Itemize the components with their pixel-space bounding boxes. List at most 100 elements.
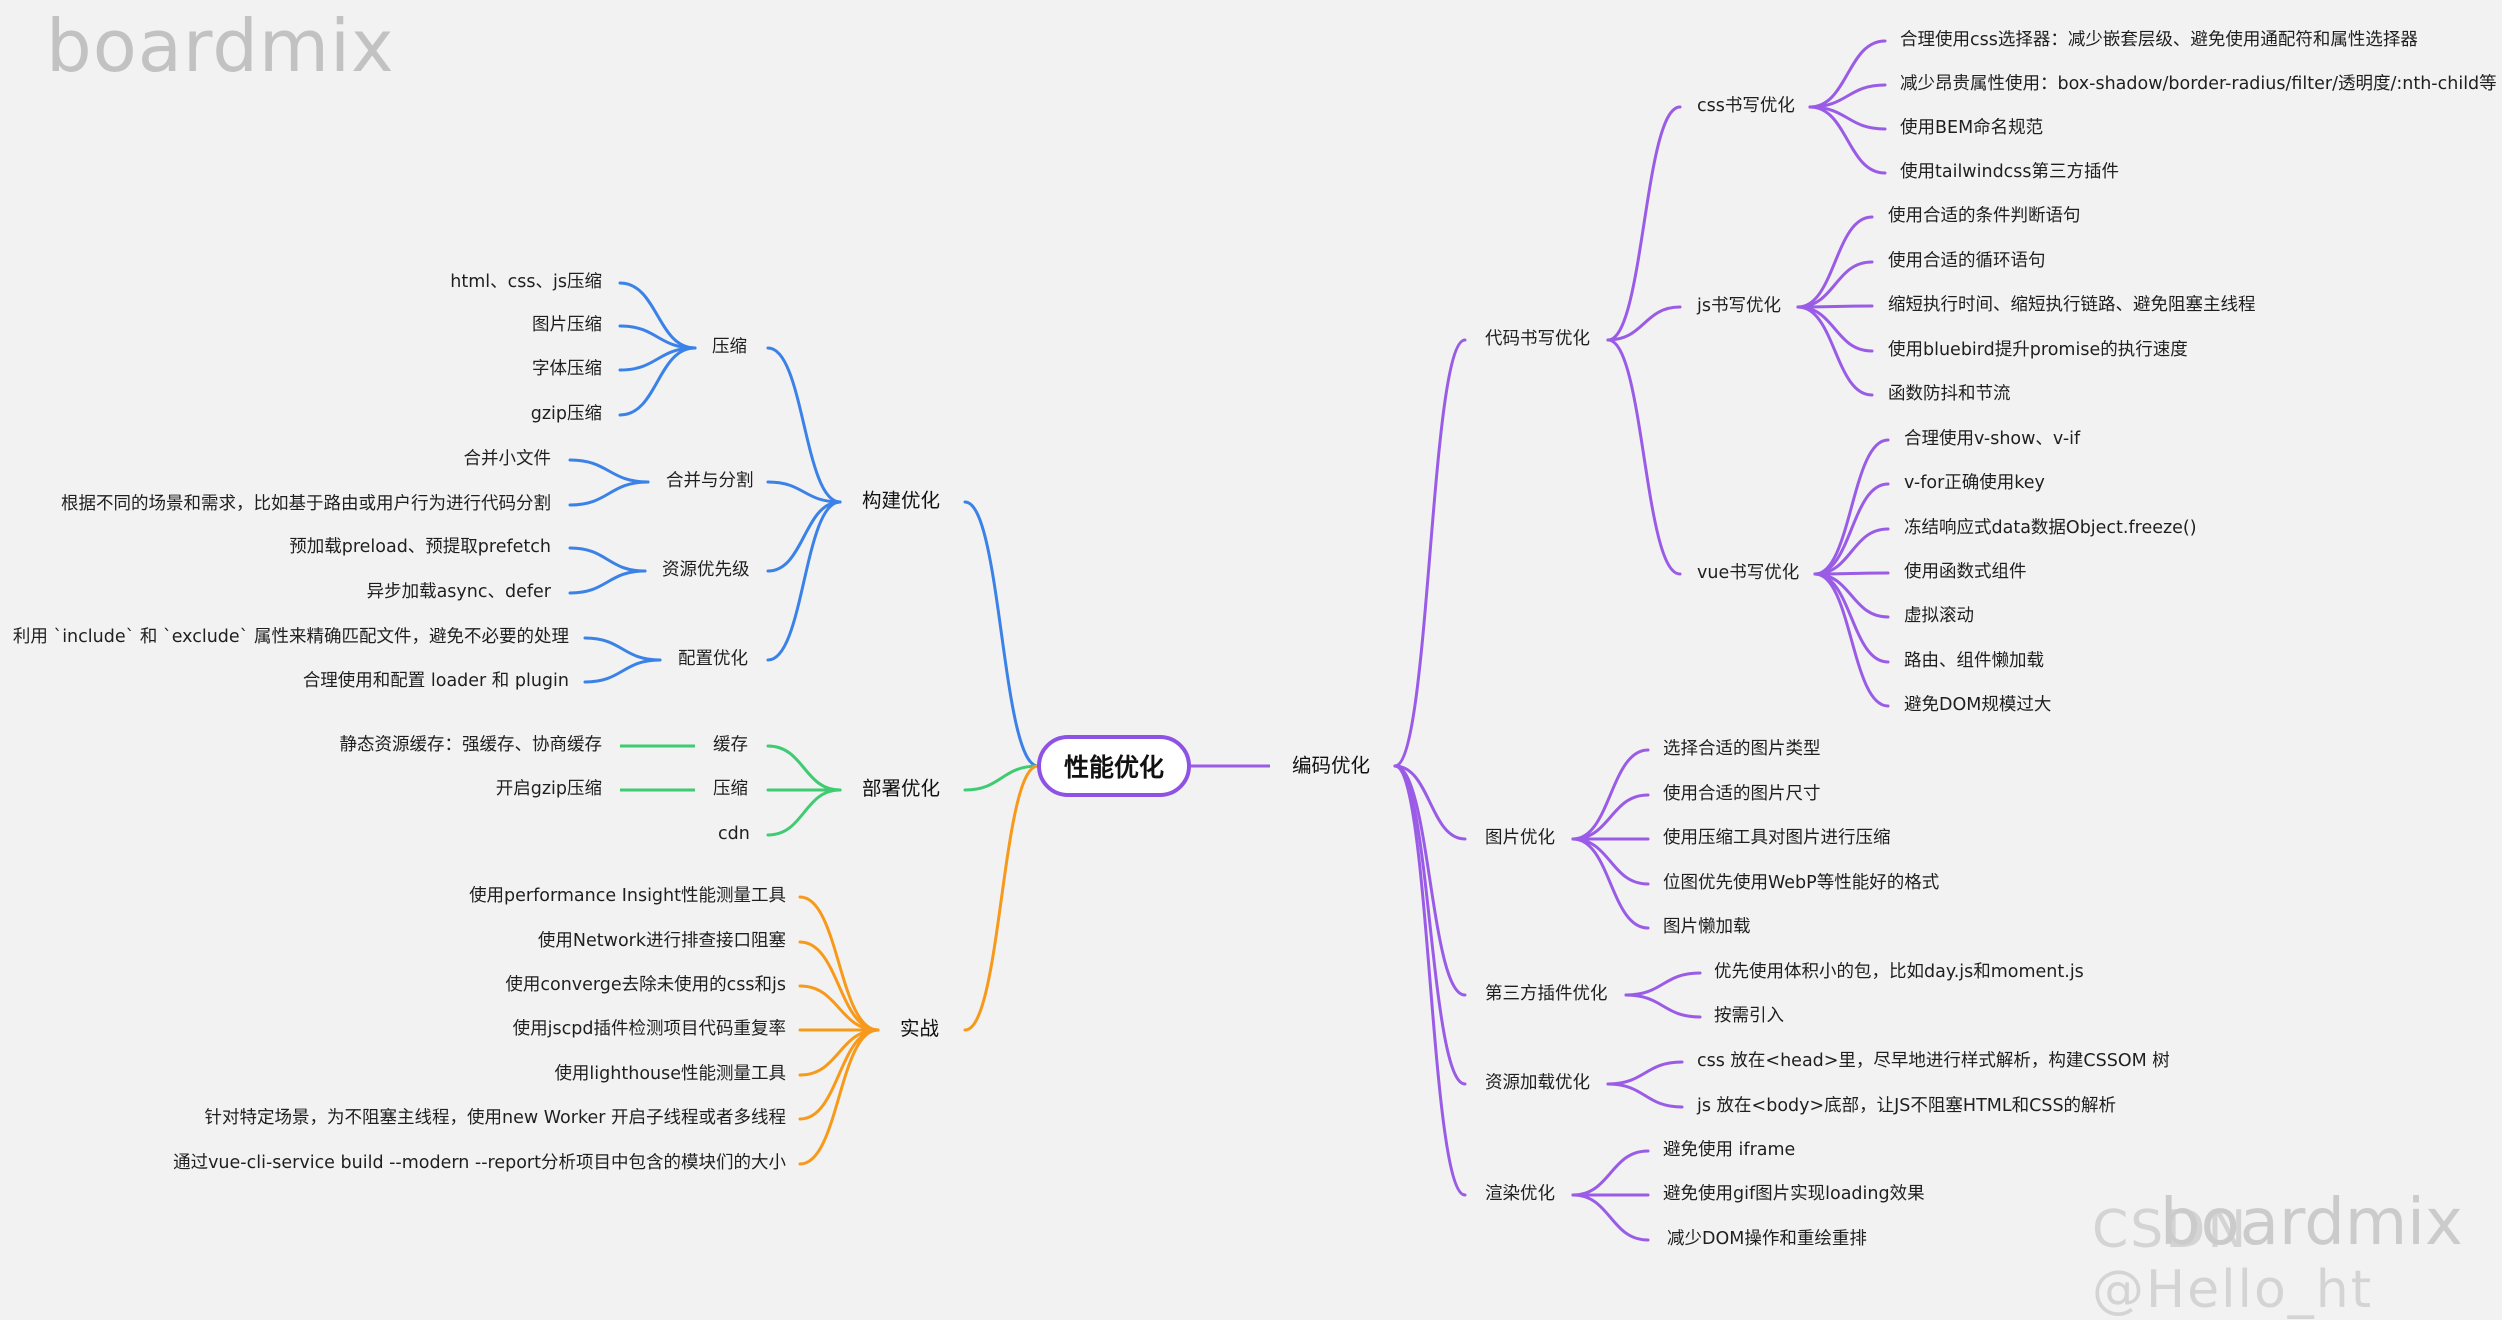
css-leaf-0 <box>1808 39 1887 109</box>
node-js-writing[interactable]: js书写优化 <box>1697 296 1781 316</box>
leaf-resource-2[interactable]: js 放在<body>底部，让JS不阻塞HTML和CSS的解析 <box>1697 1096 2117 1116</box>
leaf-build-config-1[interactable]: 利用 `include` 和 `exclude` 属性来精确匹配文件，避免不必要… <box>12 627 569 647</box>
leaf-render-3[interactable]: 减少DOM操作和重绘重排 <box>1667 1229 1867 1249</box>
node-vue-writing[interactable]: vue书写优化 <box>1697 563 1800 583</box>
node-deploy-cdn[interactable]: cdn <box>718 824 750 844</box>
node-build[interactable]: 构建优化 <box>862 489 941 512</box>
node-build-priority[interactable]: 资源优先级 <box>662 560 750 580</box>
node-css-writing[interactable]: css书写优化 <box>1697 96 1795 116</box>
leaf-build-priority-1[interactable]: 预加载preload、预提取prefetch <box>289 537 551 557</box>
coding-branch-0 <box>1393 338 1467 768</box>
leaf-render-1[interactable]: 避免使用 iframe <box>1663 1140 1796 1160</box>
code-branch-0 <box>1606 105 1682 342</box>
split-leaf-0 <box>568 458 650 484</box>
leaf-practice-2[interactable]: 使用Network进行排查接口阻塞 <box>537 931 786 951</box>
node-coding[interactable]: 编码优化 <box>1292 754 1371 777</box>
leaf-vue-2[interactable]: v-for正确使用key <box>1904 473 2045 493</box>
image-leaf-3 <box>1571 837 1650 886</box>
practice-leaf-2 <box>798 984 880 1032</box>
leaf-practice-5[interactable]: 使用lighthouse性能测量工具 <box>554 1064 786 1084</box>
code-branch-1 <box>1606 305 1682 342</box>
leaf-image-3[interactable]: 使用压缩工具对图片进行压缩 <box>1663 828 1891 848</box>
leaf-image-4[interactable]: 位图优先使用WebP等性能好的格式 <box>1663 873 1940 893</box>
leaf-css-3[interactable]: 使用BEM命名规范 <box>1900 118 2044 138</box>
leaf-js-1[interactable]: 使用合适的条件判断语句 <box>1888 206 2081 226</box>
priority-leaf-1 <box>568 569 647 595</box>
leaf-build-split-2[interactable]: 根据不同的场景和需求，比如基于路由或用户行为进行代码分割 <box>61 494 551 514</box>
root-to-deploy <box>963 764 1040 792</box>
leaf-practice-4[interactable]: 使用jscpd插件检测项目代码重复率 <box>512 1019 786 1039</box>
node-code-writing[interactable]: 代码书写优化 <box>1485 329 1590 349</box>
split-leaf-1 <box>568 480 650 507</box>
leaf-css-1[interactable]: 合理使用css选择器：减少嵌套层级、避免使用通配符和属性选择器 <box>1900 30 2418 50</box>
leaf-practice-6[interactable]: 针对特定场景，为不阻塞主线程，使用new Worker 开启子线程或者多线程 <box>204 1108 786 1128</box>
deploy-branch-0 <box>766 744 842 792</box>
coding-branch-2 <box>1393 764 1467 997</box>
leaf-vue-5[interactable]: 虚拟滚动 <box>1904 606 1974 626</box>
leaf-build-compress-3[interactable]: 字体压缩 <box>532 359 602 379</box>
leaf-vue-4[interactable]: 使用函数式组件 <box>1904 562 2027 582</box>
leaf-build-compress-4[interactable]: gzip压缩 <box>530 404 602 424</box>
node-plugin[interactable]: 第三方插件优化 <box>1485 984 1608 1004</box>
leaf-js-3[interactable]: 缩短执行时间、缩短执行链路、避免阻塞主线程 <box>1888 295 2256 315</box>
resource-leaf-0 <box>1606 1060 1684 1086</box>
js-leaf-4 <box>1796 305 1874 397</box>
plugin-leaf-1 <box>1624 993 1702 1019</box>
leaf-plugin-2[interactable]: 按需引入 <box>1714 1006 1784 1026</box>
node-build-config[interactable]: 配置优化 <box>678 649 748 669</box>
build-branch-1 <box>766 480 842 504</box>
node-build-compress[interactable]: 压缩 <box>712 337 747 357</box>
leaf-js-2[interactable]: 使用合适的循环语句 <box>1888 251 2046 271</box>
code-branch-2 <box>1606 338 1682 576</box>
leaf-deploy-gzip-1[interactable]: 开启gzip压缩 <box>495 779 602 799</box>
leaf-practice-1[interactable]: 使用performance Insight性能测量工具 <box>469 886 786 906</box>
root-node[interactable]: 性能优化 <box>1037 735 1191 797</box>
leaf-css-2[interactable]: 减少昂贵属性使用：box-shadow/border-radius/filter… <box>1900 74 2497 94</box>
leaf-js-4[interactable]: 使用bluebird提升promise的执行速度 <box>1888 340 2188 360</box>
leaf-build-split-1[interactable]: 合并小文件 <box>463 449 552 469</box>
leaf-vue-7[interactable]: 避免DOM规模过大 <box>1904 695 2052 715</box>
leaf-image-2[interactable]: 使用合适的图片尺寸 <box>1663 784 1821 804</box>
leaf-css-4[interactable]: 使用tailwindcss第三方插件 <box>1900 162 2120 182</box>
coding-branch-3 <box>1393 764 1467 1086</box>
leaf-vue-6[interactable]: 路由、组件懒加载 <box>1904 651 2044 671</box>
leaf-build-priority-2[interactable]: 异步加载async、defer <box>366 582 551 602</box>
leaf-render-2[interactable]: 避免使用gif图片实现loading效果 <box>1663 1184 1925 1204</box>
node-render[interactable]: 渲染优化 <box>1485 1184 1555 1204</box>
leaf-deploy-cache-1[interactable]: 静态资源缓存：强缓存、协商缓存 <box>339 735 603 755</box>
deploy-branch-2 <box>766 788 842 837</box>
leaf-image-5[interactable]: 图片懒加载 <box>1663 917 1751 937</box>
leaf-vue-1[interactable]: 合理使用v-show、v-if <box>1904 429 2081 449</box>
plugin-leaf-0 <box>1624 971 1702 997</box>
image-leaf-0 <box>1571 748 1650 841</box>
leaf-practice-7[interactable]: 通过vue-cli-service build --modern --repor… <box>173 1153 786 1173</box>
node-resource[interactable]: 资源加载优化 <box>1485 1073 1590 1093</box>
build-branch-0 <box>766 346 842 504</box>
node-practice[interactable]: 实战 <box>900 1017 940 1040</box>
leaf-build-compress-1[interactable]: html、css、js压缩 <box>450 272 602 292</box>
root-to-build <box>963 500 1040 768</box>
leaf-vue-3[interactable]: 冻结响应式data数据Object.freeze() <box>1904 518 2197 538</box>
leaf-build-compress-2[interactable]: 图片压缩 <box>532 315 602 335</box>
compress-leaf-3 <box>618 346 697 417</box>
render-leaf-0 <box>1571 1149 1650 1197</box>
node-deploy-cache[interactable]: 缓存 <box>713 735 748 755</box>
boardmix-watermark: boardmix <box>2160 1186 2463 1260</box>
node-deploy[interactable]: 部署优化 <box>862 777 941 800</box>
vue-leaf-3 <box>1813 571 1890 576</box>
build-branch-3 <box>766 500 842 662</box>
leaf-plugin-1[interactable]: 优先使用体积小的包，比如day.js和moment.js <box>1714 962 2084 982</box>
leaf-build-config-2[interactable]: 合理使用和配置 loader 和 plugin <box>302 671 569 691</box>
node-build-split[interactable]: 合并与分割 <box>666 471 754 491</box>
node-deploy-gzip[interactable]: 压缩 <box>713 779 748 799</box>
leaf-js-5[interactable]: 函数防抖和节流 <box>1888 384 2011 404</box>
vue-leaf-1 <box>1813 482 1890 576</box>
practice-leaf-1 <box>798 940 880 1032</box>
mindmap-canvas: boardmix 性能优化 构建优化 压缩 html、css、js压缩 图片压缩… <box>12 4 2497 1320</box>
practice-leaf-4 <box>798 1028 880 1077</box>
js-leaf-1 <box>1796 260 1874 309</box>
leaf-practice-3[interactable]: 使用converge去除未使用的css和js <box>505 975 786 995</box>
leaf-image-1[interactable]: 选择合适的图片类型 <box>1663 739 1821 759</box>
node-image[interactable]: 图片优化 <box>1485 828 1555 848</box>
leaf-resource-1[interactable]: css 放在<head>里，尽早地进行样式解析，构建CSSOM 树 <box>1697 1051 2170 1071</box>
